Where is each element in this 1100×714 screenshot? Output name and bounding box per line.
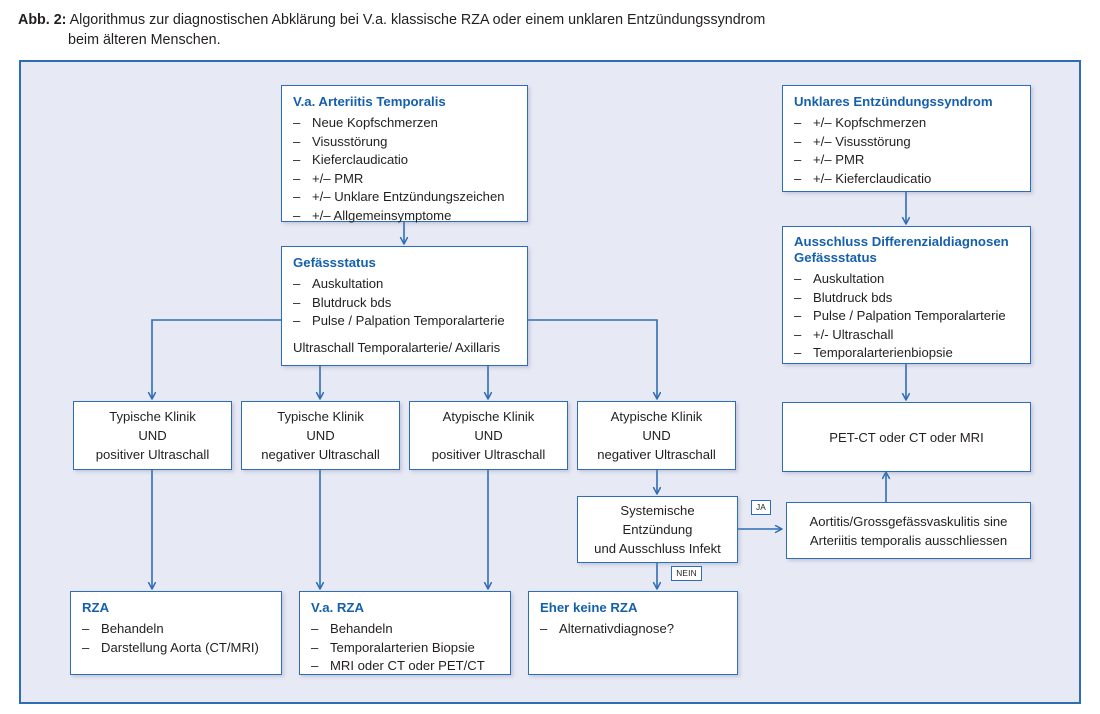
list-item: Temporalarterien Biopsie — [311, 639, 500, 658]
node-line: UND — [138, 428, 167, 443]
node-line: negativer Ultraschall — [261, 447, 380, 462]
list-item: Auskultation — [293, 275, 517, 294]
list-item: Blutdruck bds — [293, 294, 517, 313]
list-item: Behandeln — [311, 620, 500, 639]
node-item-list: Behandeln Darstellung Aorta (CT/MRI) — [82, 620, 271, 657]
node-line: Typische Klinik — [109, 409, 196, 424]
node-line: Arteriitis temporalis ausschliessen — [809, 532, 1008, 548]
node-unklares-entzuendungssyndrom[interactable]: Unklares Entzündungssyndrom +/– Kopfschm… — [782, 85, 1031, 192]
list-item: +/– Visusstörung — [794, 133, 1020, 152]
node-line: Typische Klinik — [277, 409, 364, 424]
node-aortitis-grossgefaessvaskulitis[interactable]: Aortitis/Grossgefässvaskulitis sine Arte… — [786, 502, 1031, 559]
list-item: Pulse / Palpation Temporalarterie — [794, 307, 1020, 326]
list-item: +/– Unklare Entzündungszeichen — [293, 188, 517, 207]
node-line: PET-CT oder CT oder MRI — [829, 429, 984, 445]
list-item: Temporalarterienbiopsie — [794, 344, 1020, 363]
list-item: Auskultation — [794, 270, 1020, 289]
node-line: Atypische Klinik — [442, 409, 535, 424]
list-item: +/– PMR — [794, 151, 1020, 170]
node-title: Ausschluss Differenzialdiagnosen Gefässs… — [794, 234, 1009, 265]
node-line: UND — [306, 428, 335, 443]
node-item-list: Behandeln Temporalarterien Biopsie MRI o… — [311, 620, 500, 676]
node-typische-klinik-positiver-ultraschall[interactable]: Typische Klinik UND positiver Ultraschal… — [73, 401, 232, 470]
node-line: Entzündung — [622, 522, 693, 537]
node-pet-ct-oder-ct-oder-mri[interactable]: PET-CT oder CT oder MRI — [782, 402, 1031, 472]
node-eher-keine-rza[interactable]: Eher keine RZA Alternativdiagnose? — [528, 591, 738, 675]
figure-caption-line-2: beim älteren Menschen. — [68, 32, 221, 48]
node-va-arteriitis-temporalis[interactable]: V.a. Arteriitis Temporalis Neue Kopfschm… — [281, 85, 528, 225]
node-gefaessstatus[interactable]: Gefässstatus Auskultation Blutdruck bds … — [281, 246, 528, 366]
node-rza[interactable]: RZA Behandeln Darstellung Aorta (CT/MRI) — [70, 591, 282, 675]
node-item-list: +/– Kopfschmerzen +/– Visusstörung +/– P… — [794, 114, 1020, 188]
node-line: positiver Ultraschall — [95, 447, 210, 462]
edge-label-ja: JA — [751, 500, 771, 515]
node-item-list: Neue Kopfschmerzen Visusstörung Kiefercl… — [293, 114, 517, 226]
node-title: RZA — [82, 600, 110, 615]
node-line: UND — [474, 428, 503, 443]
node-systemische-entzuendung[interactable]: Systemische Entzündung und Ausschluss In… — [577, 496, 738, 563]
node-title: Gefässstatus — [293, 255, 376, 270]
node-line: Atypische Klinik — [610, 409, 703, 424]
edge-label-nein: NEIN — [671, 566, 702, 581]
list-item: +/- Ultraschall — [794, 326, 1020, 345]
node-line: und Ausschluss Infekt — [594, 541, 721, 556]
node-line: Aortitis/Grossgefässvaskulitis sine — [809, 513, 1008, 529]
node-item-list: Auskultation Blutdruck bds Pulse / Palpa… — [293, 275, 517, 331]
node-typische-klinik-negativer-ultraschall[interactable]: Typische Klinik UND negativer Ultraschal… — [241, 401, 400, 470]
node-title: Unklares Entzündungssyndrom — [794, 94, 993, 109]
node-title: Eher keine RZA — [540, 600, 638, 615]
list-item: +/– Kopfschmerzen — [794, 114, 1020, 133]
list-item: Pulse / Palpation Temporalarterie — [293, 312, 517, 331]
node-title: V.a. Arteriitis Temporalis — [293, 94, 446, 109]
node-title: V.a. RZA — [311, 600, 365, 615]
node-line: Systemische — [620, 503, 695, 518]
node-atypische-klinik-positiver-ultraschall[interactable]: Atypische Klinik UND positiver Ultrascha… — [409, 401, 568, 470]
list-item: Visusstörung — [293, 133, 517, 152]
figure-number: Abb. 2: — [18, 12, 67, 28]
node-line: positiver Ultraschall — [431, 447, 546, 462]
node-line: negativer Ultraschall — [597, 447, 716, 462]
list-item: Behandeln — [82, 620, 271, 639]
list-item: Alternativdiagnose? — [540, 620, 727, 639]
list-item: +/– Allgemeinsymptome — [293, 207, 517, 226]
figure-caption-line-1: Algorithmus zur diagnostischen Abklärung… — [69, 12, 766, 28]
figure-caption: Abb. 2: Algorithmus zur diagnostischen A… — [18, 10, 1078, 50]
node-va-rza[interactable]: V.a. RZA Behandeln Temporalarterien Biop… — [299, 591, 511, 675]
node-item-list: Auskultation Blutdruck bds Pulse / Palpa… — [794, 270, 1020, 363]
node-item-list: Alternativdiagnose? — [540, 620, 727, 639]
list-item: +/– Kieferclaudicatio — [794, 170, 1020, 189]
list-item: Kieferclaudicatio — [293, 151, 517, 170]
node-line: UND — [642, 428, 671, 443]
list-item: Blutdruck bds — [794, 289, 1020, 308]
list-item: Darstellung Aorta (CT/MRI) — [82, 639, 271, 658]
node-atypische-klinik-negativer-ultraschall[interactable]: Atypische Klinik UND negativer Ultrascha… — [577, 401, 736, 470]
list-item: +/– PMR — [293, 170, 517, 189]
node-footer-text: Ultraschall Temporalarterie/ Axillaris — [293, 339, 501, 355]
list-item: MRI oder CT oder PET/CT — [311, 657, 500, 676]
list-item: Neue Kopfschmerzen — [293, 114, 517, 133]
node-ausschluss-differenzialdiagnosen[interactable]: Ausschluss Differenzialdiagnosen Gefässs… — [782, 226, 1031, 364]
